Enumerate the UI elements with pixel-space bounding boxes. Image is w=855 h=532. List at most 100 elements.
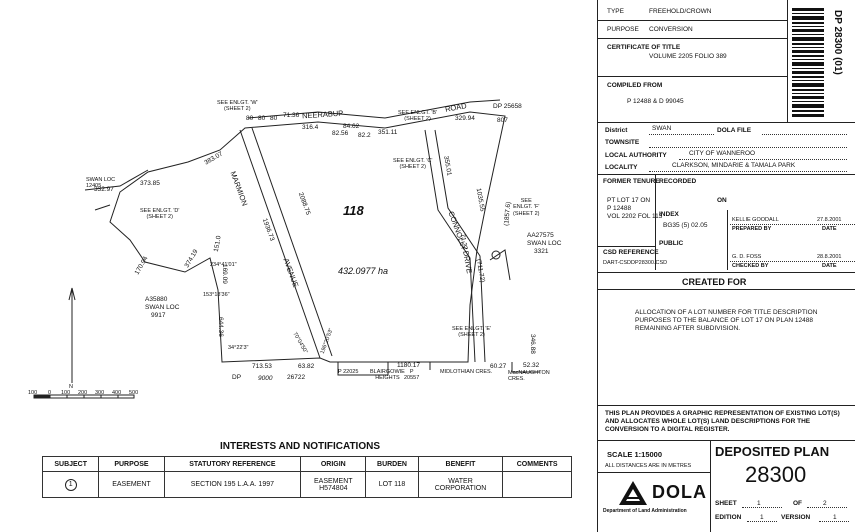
dim-713-53: 713.53 xyxy=(252,363,272,370)
of-value: 2 xyxy=(823,500,827,507)
cell-benefit: WATER CORPORATION xyxy=(417,471,504,498)
easement-ref-f: SEE ENLGT. 'F' (SHEET 2) xyxy=(513,198,540,217)
date-label-2: DATE xyxy=(822,263,837,269)
district-label: District xyxy=(605,127,628,134)
date-label-1: DATE xyxy=(822,226,837,232)
compiled-value: P 12488 & D 99045 xyxy=(627,98,684,105)
neighbor-dp25658: DP 25658 xyxy=(493,103,522,110)
plan-drawing xyxy=(33,99,540,399)
locality-label: LOCALITY xyxy=(605,164,638,171)
table-row: 1 EASEMENT SECTION 195 L.A.A. 1997 EASEM… xyxy=(41,471,572,498)
col-comments: COMMENTS xyxy=(502,456,572,472)
of-label: OF xyxy=(793,500,803,507)
col-benefit: BENEFIT xyxy=(417,456,504,472)
recorded-label: RECORDED xyxy=(659,178,697,185)
sheet-vertical-code: DP 28300 (01) xyxy=(832,10,843,75)
scale-tick-6: 500 xyxy=(129,390,139,396)
type-value: FREEHOLD/CROWN xyxy=(649,8,712,15)
scale-label: SCALE 1:15000 xyxy=(607,450,663,459)
dim-329-94: 329.94 xyxy=(455,115,475,122)
neighbor-blairgowrie: BLAIRGOWIE HEIGHTS xyxy=(370,369,405,382)
bearing-153: 153°18'36" xyxy=(203,292,230,298)
neighbor-swan-loc-12405: SWAN LOC 12405 xyxy=(86,177,116,190)
cert-label: CERTIFICATE OF TITLE xyxy=(607,44,681,51)
cell-purpose: EASEMENT xyxy=(98,471,165,498)
version-label: VERSION xyxy=(781,514,811,521)
purpose-value: CONVERSION xyxy=(649,26,693,33)
dim-373-85: 373.85 xyxy=(140,180,160,187)
on-label: ON xyxy=(717,197,727,204)
easement-ref-b: SEE ENLGT. 'B' (SHEET 2) xyxy=(398,110,438,123)
prepared-by-label: PREPARED BY xyxy=(732,226,772,232)
dim-1180-17: 1180.17 xyxy=(397,362,421,369)
dola-text: DOLA xyxy=(652,482,707,502)
title-block: TYPE FREEHOLD/CROWN PURPOSE CONVERSION C… xyxy=(597,0,855,532)
neighbor-midlothian: MIDLOTHIAN CRES. xyxy=(440,369,493,375)
scale-tick-3: 200 xyxy=(78,390,88,396)
col-purpose: PURPOSE xyxy=(98,456,165,472)
csd-value: DART-CSDDP28300.CSD xyxy=(603,260,668,266)
bearing-34: 34°22'3" xyxy=(228,345,249,351)
neighbor-aa27575: AA27575 xyxy=(527,232,554,239)
dim-80c: 80 xyxy=(270,115,278,122)
public-label: PUBLIC xyxy=(659,240,684,247)
col-burden: BURDEN xyxy=(365,456,419,472)
local-auth-label: LOCAL AUTHORITY xyxy=(605,152,667,159)
checked-by-label: CHECKED BY xyxy=(732,263,769,269)
sheet-label: SHEET xyxy=(715,500,737,507)
dim-82-56: 82.56 xyxy=(332,130,349,137)
townsite-label: TOWNSITE xyxy=(605,139,640,146)
index-label: INDEX xyxy=(659,211,679,218)
local-auth-value: CITY OF WANNEROO xyxy=(689,150,756,157)
locality-value: CLARKSON, MINDARIE & TAMALA PARK xyxy=(672,162,796,169)
scale-tick-5: 400 xyxy=(112,390,122,396)
dim-71-36: 71.36 xyxy=(283,112,300,119)
sig1-date: 27.8.2001 xyxy=(817,217,842,223)
distances-note: ALL DISTANCES ARE IN METRES xyxy=(605,463,692,469)
dim-60-27: 60.27 xyxy=(490,363,507,370)
north-label: N xyxy=(69,384,73,390)
scale-tick-1: 0 xyxy=(48,390,52,396)
easement-ref-d: SEE ENLGT. 'D' (SHEET 2) xyxy=(140,208,180,221)
dim-52-32: 52.32 xyxy=(523,362,540,369)
neighbor-p22025: P 22025 xyxy=(338,369,359,375)
dim-84-62: 84.62 xyxy=(343,123,360,130)
dim-316-4: 316.4 xyxy=(302,124,319,131)
cert-value: VOLUME 2205 FOLIO 389 xyxy=(649,53,727,60)
index-value: BG35 (5) 02.05 xyxy=(663,222,708,229)
easement-ref-e: SEE ENLGT. 'E' (SHEET 2) xyxy=(452,326,492,339)
former-tenure-label: FORMER TENURE xyxy=(603,178,660,185)
dim-332-97: 332.97 xyxy=(94,186,114,193)
dim-346-88: 346.88 xyxy=(528,333,536,354)
deposited-label: DEPOSITED PLAN xyxy=(715,444,830,459)
col-origin: ORIGIN xyxy=(300,456,367,472)
compiled-label: COMPILED FROM xyxy=(607,82,663,89)
district-value: SWAN xyxy=(652,125,672,132)
notes-title: INTERESTS AND NOTIFICATIONS xyxy=(220,441,380,452)
neighbor-macnaughton: MacNAUGHTON CRES. xyxy=(508,370,550,383)
interests-table: SUBJECT PURPOSE STATUTORY REFERENCE ORIG… xyxy=(41,456,572,498)
sheet-value: 1 xyxy=(757,500,761,507)
dola-file-label: DOLA FILE xyxy=(717,127,752,134)
purpose-label: PURPOSE xyxy=(607,26,639,33)
created-for-value: ALLOCATION OF A LOT NUMBER FOR TITLE DES… xyxy=(635,309,818,332)
dim-351-11: 351.11 xyxy=(378,129,398,136)
cell-burden: LOT 118 xyxy=(365,471,419,498)
neighbor-swan-loc-3321-num: 3321 xyxy=(534,248,549,255)
easement-ref-w: SEE ENLGT. 'W' (SHEET 2) xyxy=(217,100,258,113)
neighbor-dp-bottom: DP xyxy=(232,374,242,381)
col-subject: SUBJECT xyxy=(41,456,100,472)
dim-807: 807 xyxy=(497,117,508,124)
cell-comments xyxy=(502,471,572,498)
neighbor-dp-bottom-num: 26722 xyxy=(287,374,306,381)
neighbor-swan-loc-9917: SWAN LOC xyxy=(145,304,180,311)
bearing-234: 234°41'01" xyxy=(210,262,237,268)
interest-marker-1 xyxy=(491,250,501,260)
lot-boundary xyxy=(109,111,506,363)
dim-82-2: 82.2 xyxy=(358,132,371,139)
dim-63-82: 63.82 xyxy=(298,363,315,370)
dola-logo-icon xyxy=(619,481,647,505)
plan-number: 28300 xyxy=(745,462,807,487)
edition-label: EDITION xyxy=(715,514,742,521)
scale-tick-4: 300 xyxy=(95,390,105,396)
